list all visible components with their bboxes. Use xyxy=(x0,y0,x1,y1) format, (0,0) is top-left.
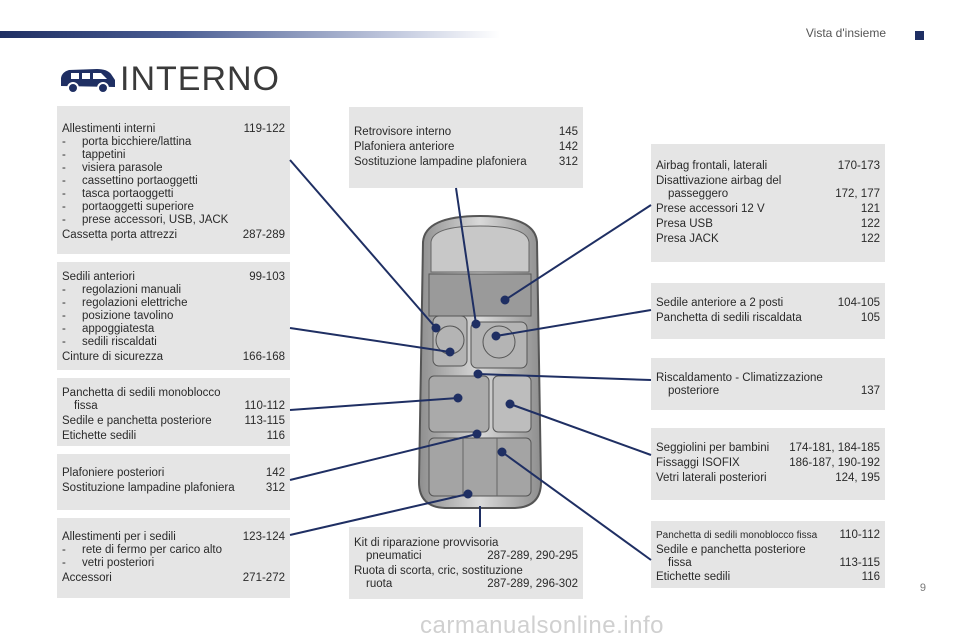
list-item: -vetri posteriori xyxy=(62,557,155,569)
box-interior-fittings: Allestimenti interni 119-122 -porta bicch… xyxy=(57,106,290,254)
box-repair-kit: Kit di riparazione provvisoria pneumatic… xyxy=(349,527,583,599)
list-item: -appoggiatesta xyxy=(62,323,155,335)
list-item: -cassettino portaoggetti xyxy=(62,175,198,187)
list-item: -posizione tavolino xyxy=(62,310,174,322)
van-icon xyxy=(61,69,115,94)
page-ref: 119-122 xyxy=(243,123,285,135)
box-title: Allestimenti per i sedili xyxy=(62,531,176,543)
list-item: -visiera parasole xyxy=(62,162,163,174)
list-item: -regolazioni elettriche xyxy=(62,297,188,309)
page-number: 9 xyxy=(919,582,926,594)
list-item: -regolazioni manuali xyxy=(62,284,182,296)
header-gradient-bar xyxy=(0,31,500,38)
page-title: INTERNO xyxy=(120,60,280,98)
box-heating: Riscaldamento - Climatizzazione posterio… xyxy=(651,358,885,410)
list-item: -rete di fermo per carico alto xyxy=(62,544,222,556)
list-item: -prese accessori, USB, JACK xyxy=(62,214,229,226)
box-title: Allestimenti interni xyxy=(62,123,156,135)
list-item: -tappetini xyxy=(62,149,126,161)
list-item: -sedili riscaldati xyxy=(62,336,157,348)
van-interior-illustration xyxy=(417,214,543,509)
watermark-url: carmanualsonline.info xyxy=(420,612,664,639)
header-square-marker xyxy=(915,31,924,40)
list-item: -tasca portaoggetti xyxy=(62,188,174,200)
section-title: Vista d'insieme xyxy=(805,26,886,40)
box-front-seats: Sedili anteriori 99-103 -regolazioni manu… xyxy=(57,262,290,370)
list-item: -portaoggetti superiore xyxy=(62,201,194,213)
page-ref: 99-103 xyxy=(249,271,285,283)
list-item: -porta bicchiere/lattina xyxy=(62,136,192,148)
box-title: Sedili anteriori xyxy=(62,271,135,283)
